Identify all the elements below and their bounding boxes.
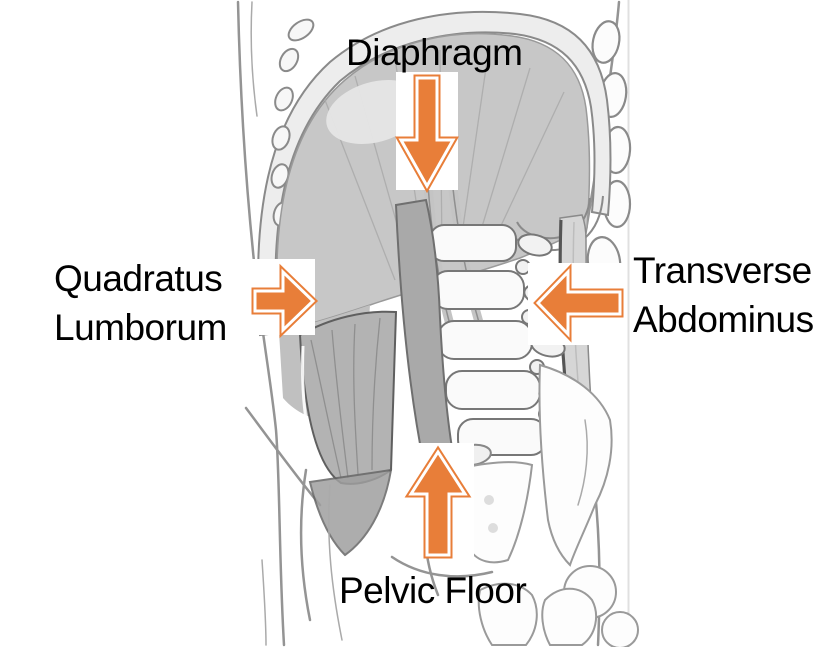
- right-ilium: [538, 363, 613, 567]
- pubic-blob: [477, 582, 538, 646]
- left-iliac-line: [299, 468, 312, 622]
- left-body-line: [236, 0, 286, 647]
- pelvic-floor-label: Pelvic Floor: [339, 570, 527, 611]
- diaphragm-arrow-down-icon: [395, 74, 459, 194]
- left-thigh-line: [261, 559, 267, 646]
- quadratus-lumborum-label-line2: Lumborum: [54, 307, 227, 348]
- diaphragm-label: Diaphragm: [346, 32, 523, 73]
- quadratus-lumborum-label: Quadratus Lumborum: [54, 254, 227, 352]
- pelvic-floor-arrow-up-icon: [404, 445, 472, 559]
- quadratus-lumborum-muscle: [298, 310, 398, 557]
- iliac-crest-line: [244, 406, 322, 507]
- ischium-blob: [541, 587, 598, 646]
- quadratus-lumborum-label-line1: Quadratus: [54, 258, 223, 299]
- transverse-abdominus-arrow-left-icon: [533, 263, 624, 343]
- pelvis: [299, 363, 639, 647]
- transverse-abdominus-label-line1: Transverse: [633, 250, 812, 291]
- left-inner-line: [250, 1, 258, 117]
- rib-cage-band: [256, 10, 612, 337]
- transverse-abdominus-label-line2: Abdominus: [633, 299, 814, 340]
- ql-tendon-line: [301, 345, 321, 469]
- transverse-abdominus-label: Transverse Abdominus: [633, 246, 814, 344]
- quadratus-lumborum-arrow-right-icon: [251, 263, 319, 339]
- ql-pelvic-attachment: [308, 468, 393, 557]
- pelvic-floor-line: [390, 555, 494, 578]
- trochanter-blob: [601, 611, 639, 647]
